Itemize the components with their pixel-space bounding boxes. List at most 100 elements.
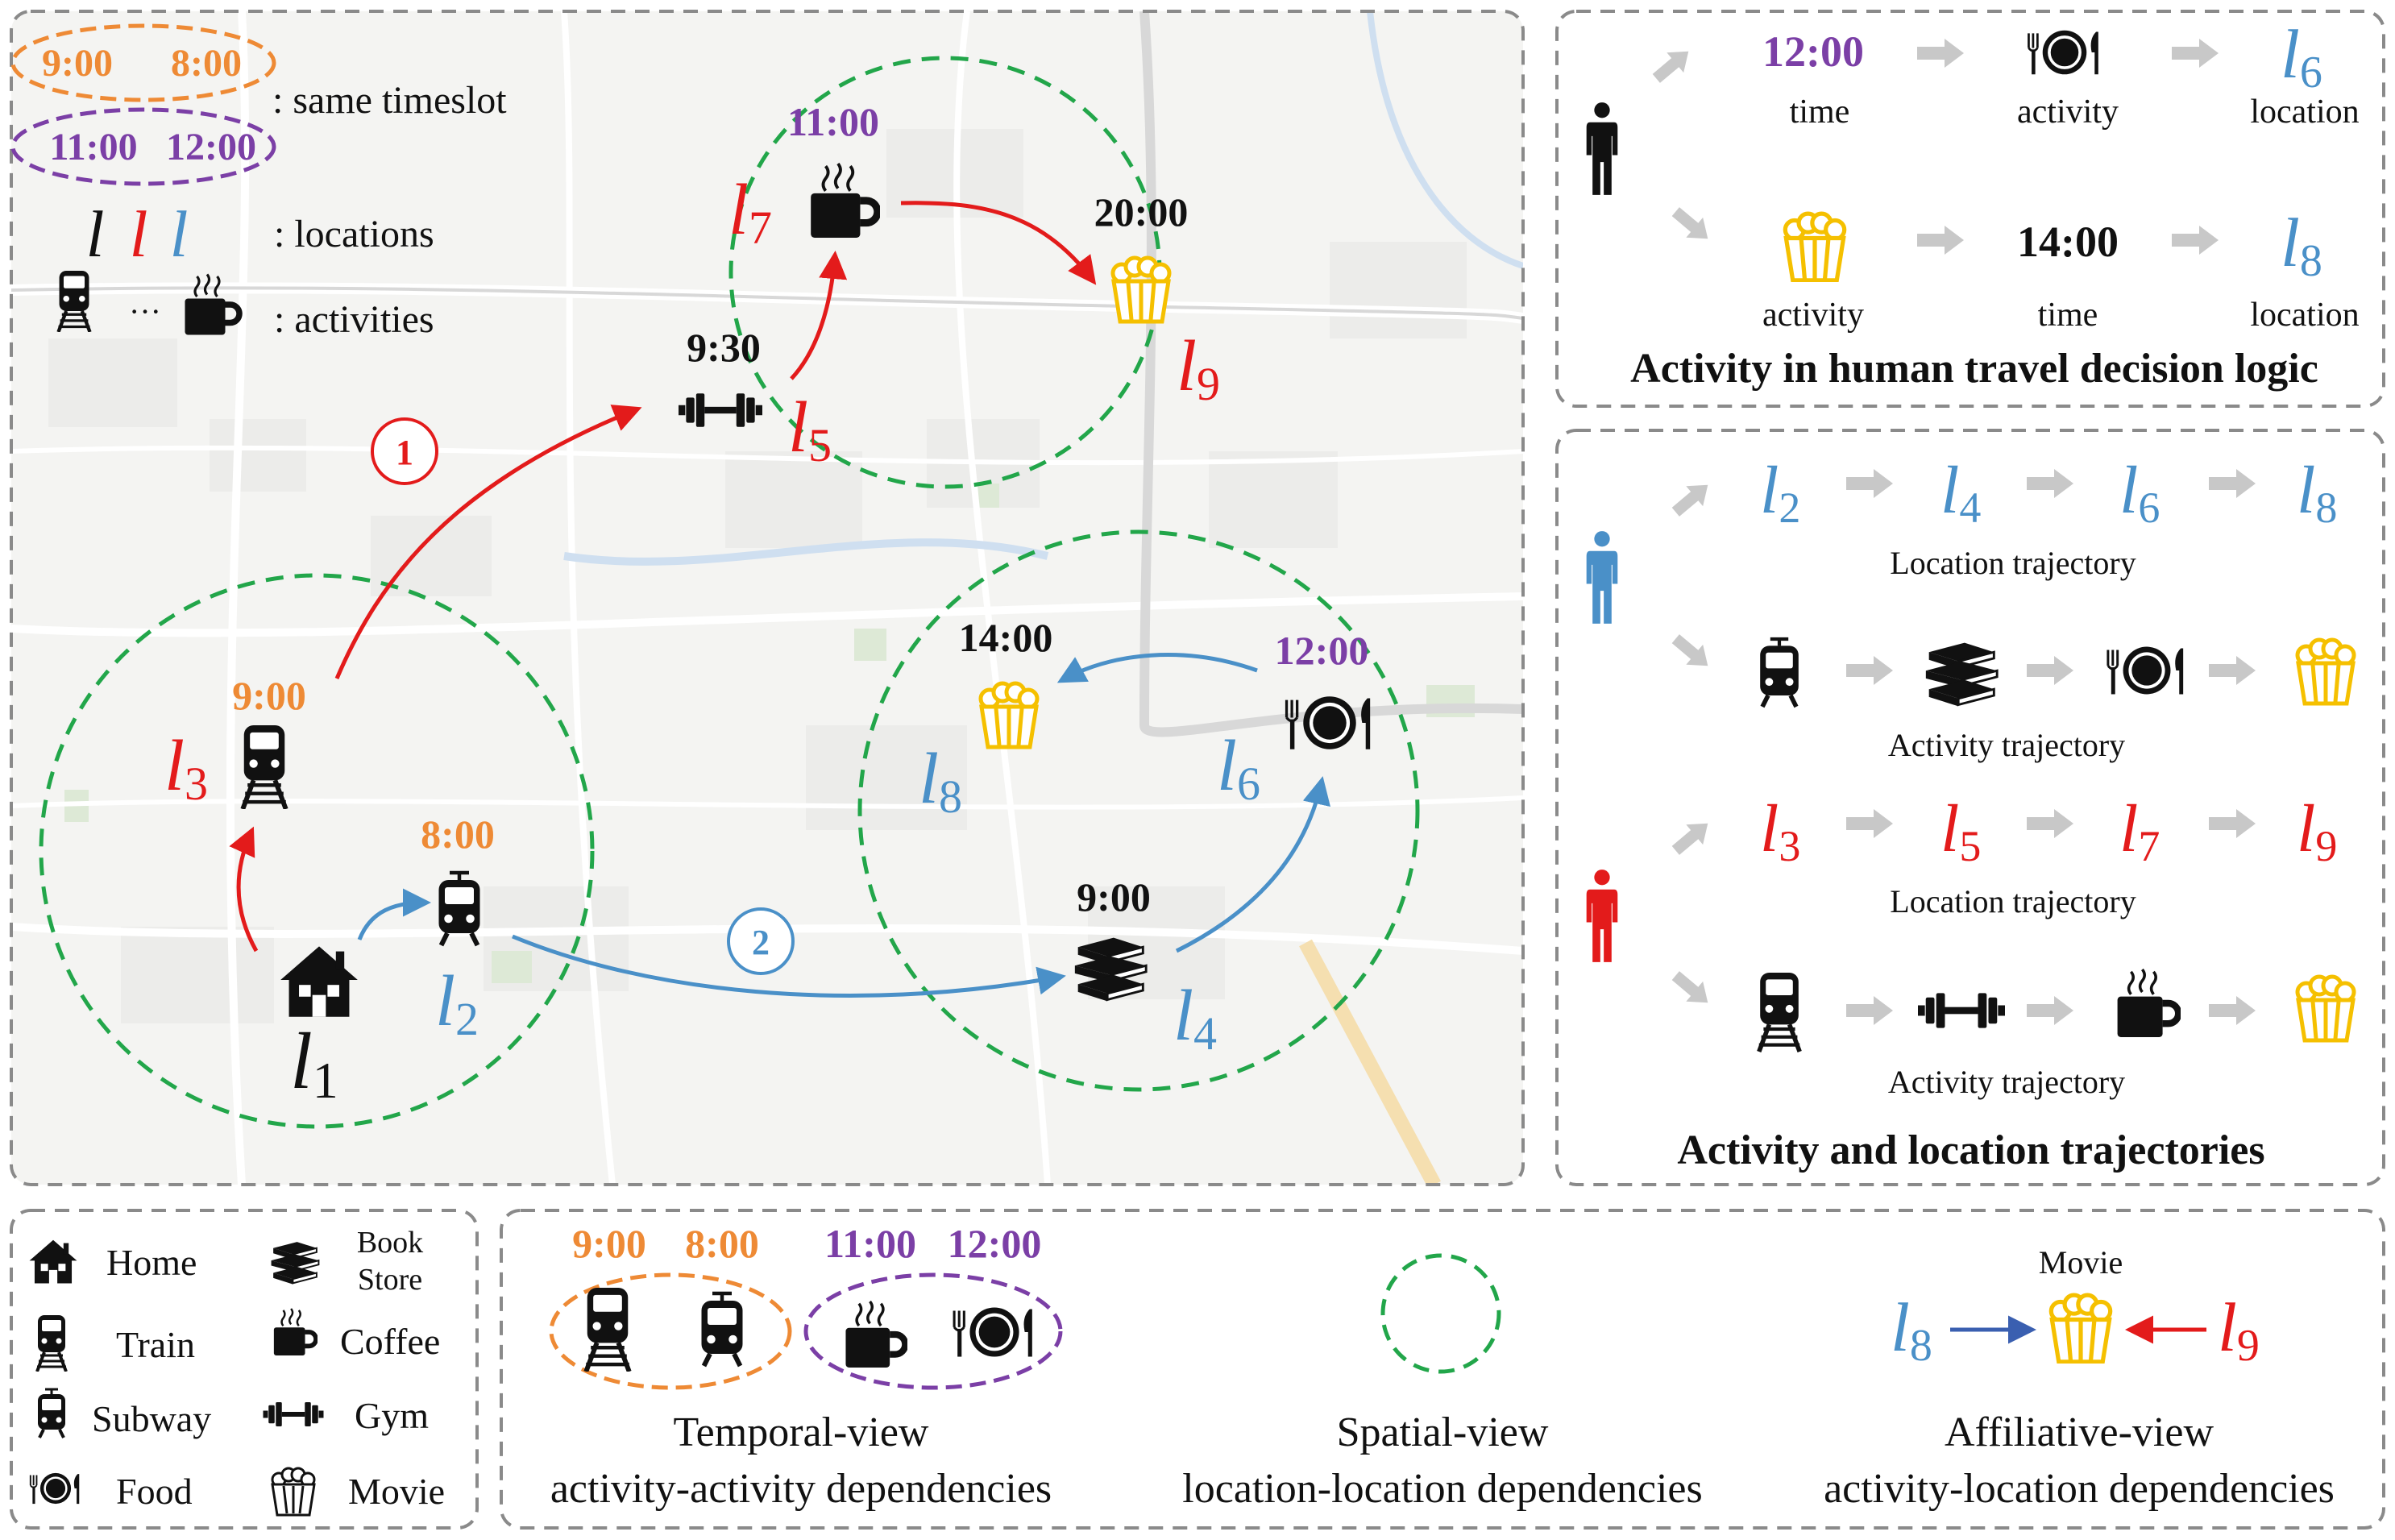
legend-loc-red: l [130, 197, 148, 271]
affiliative-loc-left: l8 [1891, 1289, 1932, 1371]
activities-label: : activities [274, 298, 434, 341]
trajectories-panel: l2 l4 l6 l8 Location trajectory Activity… [1555, 429, 2385, 1186]
temporal-time-9: 9:00 [572, 1221, 646, 1266]
time-l3: 9:00 [232, 673, 306, 718]
route2-number: 2 [752, 923, 770, 962]
popcorn-icon [2051, 1295, 2110, 1362]
spatial-cluster-sample [1380, 1253, 1501, 1374]
traj-blue-loc-3: l6 [2119, 453, 2160, 532]
time-l8: 14:00 [959, 615, 1053, 660]
loc-l7: l7 [728, 170, 772, 254]
arrow-food-movie [1056, 653, 1258, 683]
traj-blue-loc-1: l2 [1760, 453, 1800, 532]
orange-timeslot-ellipse [549, 1272, 792, 1390]
map-background [11, 11, 1523, 1185]
popcorn-icon [2297, 640, 2354, 704]
arrow-home-train [229, 826, 259, 953]
arrow-books-food [1175, 776, 1330, 953]
temporal-time-8: 8:00 [685, 1221, 759, 1266]
temporal-view-subtitle: activity-activity dependencies [550, 1466, 1052, 1512]
route1-arrow-home-gym [334, 405, 642, 679]
decision-row2-activity-label: activity [1762, 297, 1864, 334]
decision-row1-location: l6 [2281, 15, 2322, 98]
purple-timeslot-ellipse [803, 1272, 1063, 1390]
map-panel: 9:00 8:00 11:00 12:00 : same timeslot l … [10, 10, 1525, 1186]
legend-gym: Gym [355, 1395, 429, 1436]
route2-badge: 2 [727, 907, 795, 975]
loc-l5: l5 [788, 388, 832, 471]
affiliative-view-title: Affiliative-view [1945, 1409, 2214, 1455]
same-timeslot-label: : same timeslot [272, 79, 507, 122]
legend-book-2: Store [358, 1263, 422, 1297]
timeslot-legend: 9:00 8:00 11:00 12:00 : same timeslot l … [10, 23, 507, 341]
loc-l9: l9 [1177, 326, 1220, 410]
route1-number: 1 [396, 433, 413, 472]
decision-row2-time: 14:00 [2017, 218, 2119, 266]
loc-l2: l2 [435, 961, 479, 1045]
traj-red-loc-3: l7 [2119, 791, 2160, 870]
books-icon [270, 1241, 320, 1285]
trajectories-title: Activity and location trajectories [1677, 1127, 2264, 1173]
legend-time-8: 8:00 [171, 42, 242, 85]
arrow-gym-coffee [790, 251, 848, 380]
decision-row2-time-label: time [2038, 297, 2098, 334]
popcorn-icon [981, 683, 1037, 747]
legend-ellipsis: ··· [129, 293, 161, 330]
books-icon [1073, 936, 1148, 1002]
spatial-view-title: Spatial-view [1337, 1409, 1549, 1455]
legend-food: Food [116, 1471, 193, 1512]
legend-coffee: Coffee [340, 1321, 440, 1362]
temporal-view: 9:00 8:00 11:00 12:00 Temporal-view acti… [549, 1221, 1063, 1512]
blue-location-trajectory: l2 l4 l6 l8 [1760, 453, 2337, 532]
legend-train: Train [116, 1324, 195, 1365]
affiliative-view-subtitle: activity-location dependencies [1824, 1466, 2335, 1512]
legend-time-12: 12:00 [166, 126, 256, 168]
time-l6: 12:00 [1275, 628, 1369, 673]
traj-red-loc-4: l9 [2297, 791, 2337, 870]
decision-row1-time-label: time [1790, 93, 1850, 131]
loc-l3: l3 [164, 726, 208, 810]
affiliative-view: Movie l8 l9 Affiliative-view activity-lo… [1824, 1244, 2335, 1512]
popcorn-icon [1113, 258, 1169, 322]
cluster-right [857, 529, 1420, 1092]
time-l9: 20:00 [1094, 189, 1189, 235]
loc-l8: l8 [919, 739, 962, 823]
decision-row1-activity-label: activity [2017, 93, 2119, 131]
arrow-coffee-movie [900, 201, 1097, 285]
popcorn-icon [2297, 977, 2354, 1040]
blue-location-trajectory-label: Location trajectory [1890, 545, 2136, 581]
decision-row2-location: l8 [2281, 204, 2322, 286]
decision-logic-panel: 12:00 time activity l6 location activity… [1555, 10, 2385, 408]
popcorn-icon [1785, 214, 1844, 280]
temporal-time-12: 12:00 [948, 1221, 1042, 1266]
legend-time-11: 11:00 [49, 126, 137, 168]
icon-legend-panel: Home Book Store Train Coffee Subway Gym … [10, 1209, 479, 1530]
locations-label: : locations [274, 213, 434, 255]
cluster-left [39, 573, 595, 1129]
time-l5: 9:30 [687, 325, 761, 370]
red-activity-trajectory-label: Activity trajectory [1888, 1064, 2125, 1100]
legend-loc-blue: l [170, 197, 189, 271]
blue-activity-trajectory-label: Activity trajectory [1888, 727, 2125, 763]
views-panel: 9:00 8:00 11:00 12:00 Temporal-view acti… [500, 1209, 2385, 1530]
decision-row1-time: 12:00 [1762, 27, 1864, 76]
loc-l4: l4 [1173, 976, 1217, 1060]
time-l2: 8:00 [421, 812, 495, 857]
map-panel-border [10, 10, 1525, 1186]
route1-badge: 1 [371, 417, 438, 485]
decision-logic-title: Activity in human travel decision logic [1630, 346, 2318, 392]
legend-book-1: Book [357, 1226, 423, 1260]
affiliative-movie-label: Movie [2039, 1244, 2123, 1281]
temporal-time-11: 11:00 [824, 1221, 916, 1266]
temporal-view-title: Temporal-view [674, 1409, 929, 1455]
loc-l6: l6 [1217, 726, 1260, 810]
time-l4: 9:00 [1077, 874, 1151, 919]
decision-row1-location-label: location [2250, 93, 2359, 131]
legend-movie: Movie [348, 1471, 445, 1512]
loc-l1: l1 [290, 1016, 338, 1109]
time-l7: 11:00 [787, 99, 879, 144]
affiliative-loc-right: l9 [2218, 1289, 2260, 1371]
legend-home: Home [106, 1242, 197, 1283]
